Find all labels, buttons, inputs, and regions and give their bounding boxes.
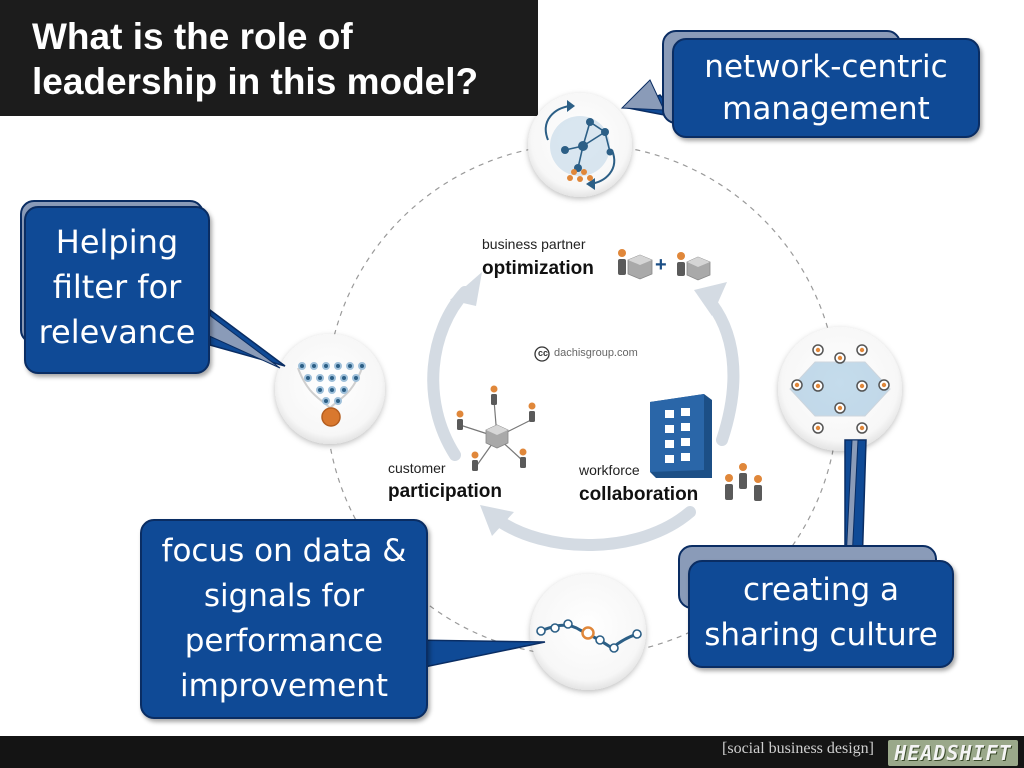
data-signal-icon xyxy=(536,619,642,653)
sharing-callout-text: creating a sharing culture xyxy=(704,572,938,653)
optimization-label: optimization xyxy=(482,258,594,279)
data-callout: focus on data & signals for performance … xyxy=(140,519,428,719)
collaboration-label-small: workforce xyxy=(579,462,640,478)
cycle-arrows xyxy=(427,286,740,552)
partner-optimization-icon xyxy=(618,249,711,281)
network-callout: network-centric management xyxy=(672,38,980,138)
network-callout-text: network-centric management xyxy=(704,49,948,127)
page-title: What is the role of leadership in this m… xyxy=(32,16,479,102)
credit-text: dachisgroup.com xyxy=(554,347,638,359)
footer-bar xyxy=(0,736,1024,768)
headshift-logo-plate xyxy=(888,740,1018,766)
participation-label-small: customer xyxy=(388,460,446,476)
sharing-callout: creating a sharing culture xyxy=(688,560,954,668)
optimization-label-small: business partner xyxy=(482,236,586,252)
workforce-building-icon xyxy=(650,394,762,501)
sharing-node-circle xyxy=(778,327,902,451)
creative-commons-icon xyxy=(534,346,550,362)
filter-funnel-icon xyxy=(297,362,366,427)
social-business-diagram xyxy=(195,79,902,690)
cc-mark: cc xyxy=(538,348,549,358)
customer-participation-icon xyxy=(456,385,536,471)
data-callout-text: focus on data & signals for performance … xyxy=(161,533,407,704)
cycle-arrowheads xyxy=(450,272,727,536)
headshift-logo: HEADSHIFT xyxy=(894,741,1012,765)
filter-callout: Helping filter for relevance xyxy=(24,206,210,374)
participation-label: participation xyxy=(388,481,503,502)
network-icon xyxy=(544,100,616,190)
collaboration-label: collaboration xyxy=(579,484,699,505)
title-bar xyxy=(0,0,538,116)
sharing-hexagon-icon xyxy=(789,344,891,434)
footer-tagline: [social business design] xyxy=(722,740,874,757)
plus-sign: + xyxy=(655,254,667,276)
filter-callout-text: Helping filter for relevance xyxy=(38,223,196,351)
